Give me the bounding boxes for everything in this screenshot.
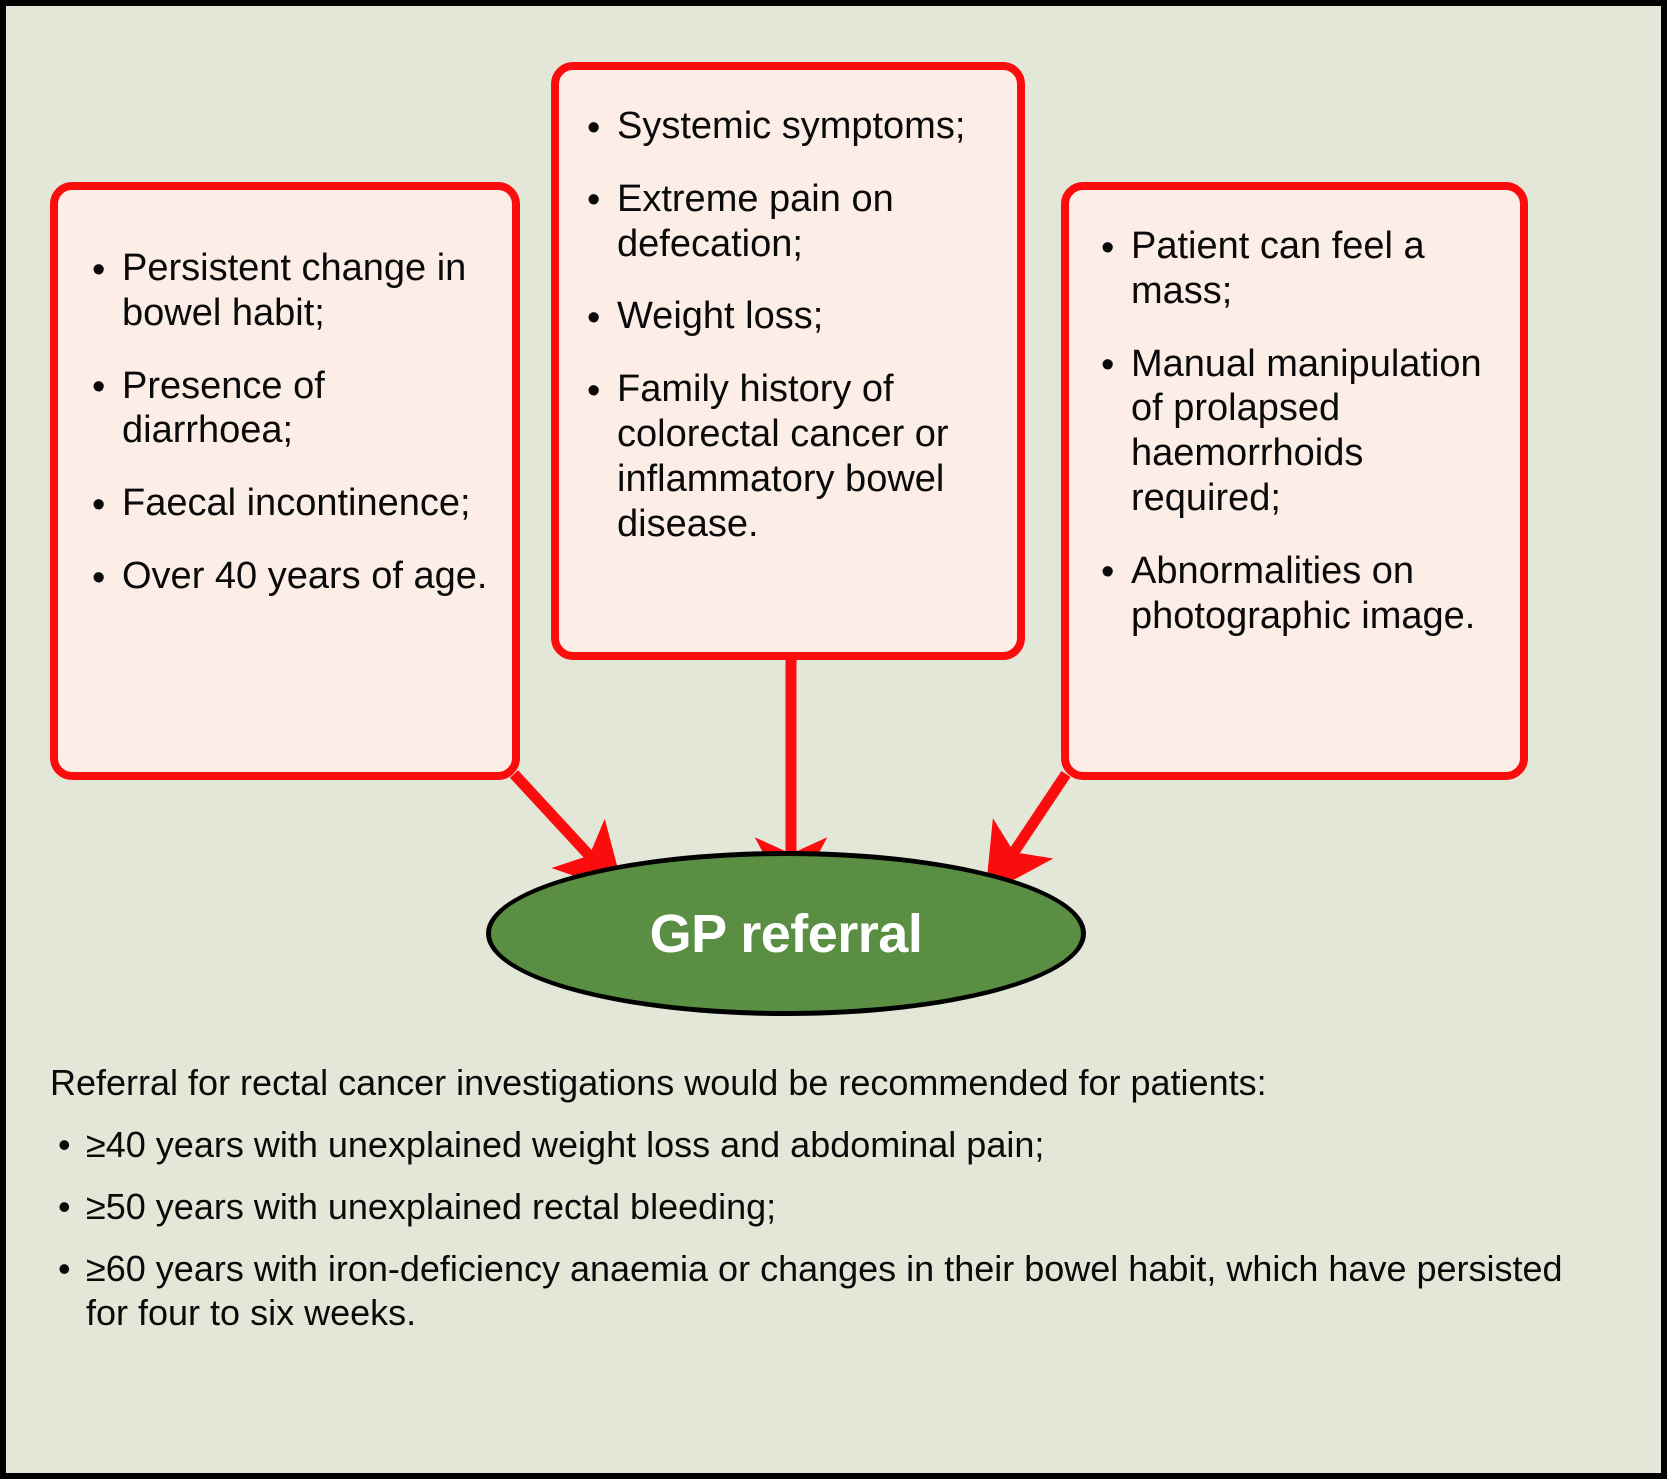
criteria-text: Presence of diarrhoea; (122, 364, 325, 452)
bullet-icon: • (58, 1247, 71, 1289)
bullet-icon: • (587, 297, 601, 339)
referral-criteria-note: Referral for rectal cancer investigation… (50, 1061, 1590, 1335)
criteria-text: Faecal incontinence; (122, 482, 471, 525)
gp-referral-label: GP referral (649, 903, 923, 964)
list-item: • Patient can feel a mass; (1097, 224, 1506, 314)
bullet-icon: • (1101, 551, 1115, 594)
bullet-icon: • (92, 556, 106, 599)
bullet-icon: • (92, 248, 106, 291)
symptom-criteria-left-box: • Persistent change in bowel habit; • Pr… (50, 182, 520, 780)
list-item: • ≥50 years with unexplained rectal blee… (50, 1185, 1590, 1229)
criteria-text: Patient can feel a mass; (1131, 225, 1425, 312)
criteria-text: Systemic symptoms; (617, 105, 966, 147)
note-list: • ≥40 years with unexplained weight loss… (50, 1123, 1590, 1335)
criteria-text: Weight loss; (617, 295, 824, 338)
list-item: • Persistent change in bowel habit; (88, 246, 494, 336)
criteria-text: Abnormalities on photographic image. (1131, 549, 1476, 637)
list-item: • Extreme pain on defecation; (583, 177, 1003, 267)
bullet-icon: • (1101, 344, 1115, 387)
bullet-icon: • (587, 106, 601, 149)
note-text: ≥50 years with unexplained rectal bleedi… (86, 1185, 777, 1227)
bullet-icon: • (92, 366, 106, 409)
bullet-icon: • (92, 483, 106, 526)
criteria-text: Manual manipulation of prolapsed haemorr… (1131, 342, 1482, 520)
bullet-icon: • (58, 1123, 71, 1165)
bullet-icon: • (58, 1185, 71, 1227)
list-item: • Presence of diarrhoea; (88, 364, 494, 454)
note-text: ≥60 years with iron-deficiency anaemia o… (86, 1247, 1563, 1333)
list-item: • Family history of colorectal cancer or… (583, 367, 1003, 546)
symptom-criteria-center-box: • Systemic symptoms; • Extreme pain on d… (551, 62, 1025, 660)
bullet-icon: • (587, 369, 601, 412)
criteria-list-right: • Patient can feel a mass; • Manual mani… (1069, 190, 1520, 639)
arrow-right-to-gp (985, 770, 1071, 896)
note-text: ≥40 years with unexplained weight loss a… (86, 1123, 1045, 1165)
list-item: • ≥40 years with unexplained weight loss… (50, 1123, 1590, 1167)
criteria-text: Family history of colorectal cancer or i… (617, 368, 949, 545)
criteria-list-left: • Persistent change in bowel habit; • Pr… (58, 190, 512, 599)
criteria-text: Extreme pain on defecation; (617, 177, 894, 265)
gp-referral-node: GP referral (486, 851, 1086, 1016)
list-item: • Manual manipulation of prolapsed haemo… (1097, 342, 1506, 521)
bullet-icon: • (587, 179, 601, 222)
symptom-criteria-right-box: • Patient can feel a mass; • Manual mani… (1061, 182, 1528, 780)
list-item: • Systemic symptoms; (583, 104, 1003, 149)
criteria-list-center: • Systemic symptoms; • Extreme pain on d… (559, 70, 1017, 547)
arrow-left-to-gp (509, 770, 625, 894)
list-item: • Abnormalities on photographic image. (1097, 549, 1506, 639)
arrow-layer (509, 656, 1071, 906)
note-intro: Referral for rectal cancer investigation… (50, 1062, 1267, 1103)
list-item: • ≥60 years with iron-deficiency anaemia… (50, 1247, 1590, 1335)
list-item: • Weight loss; (583, 294, 1003, 339)
list-item: • Over 40 years of age. (88, 554, 494, 599)
criteria-text: Persistent change in bowel habit; (122, 247, 467, 334)
list-item: • Faecal incontinence; (88, 481, 494, 526)
bullet-icon: • (1101, 226, 1115, 269)
criteria-text: Over 40 years of age. (122, 555, 488, 598)
